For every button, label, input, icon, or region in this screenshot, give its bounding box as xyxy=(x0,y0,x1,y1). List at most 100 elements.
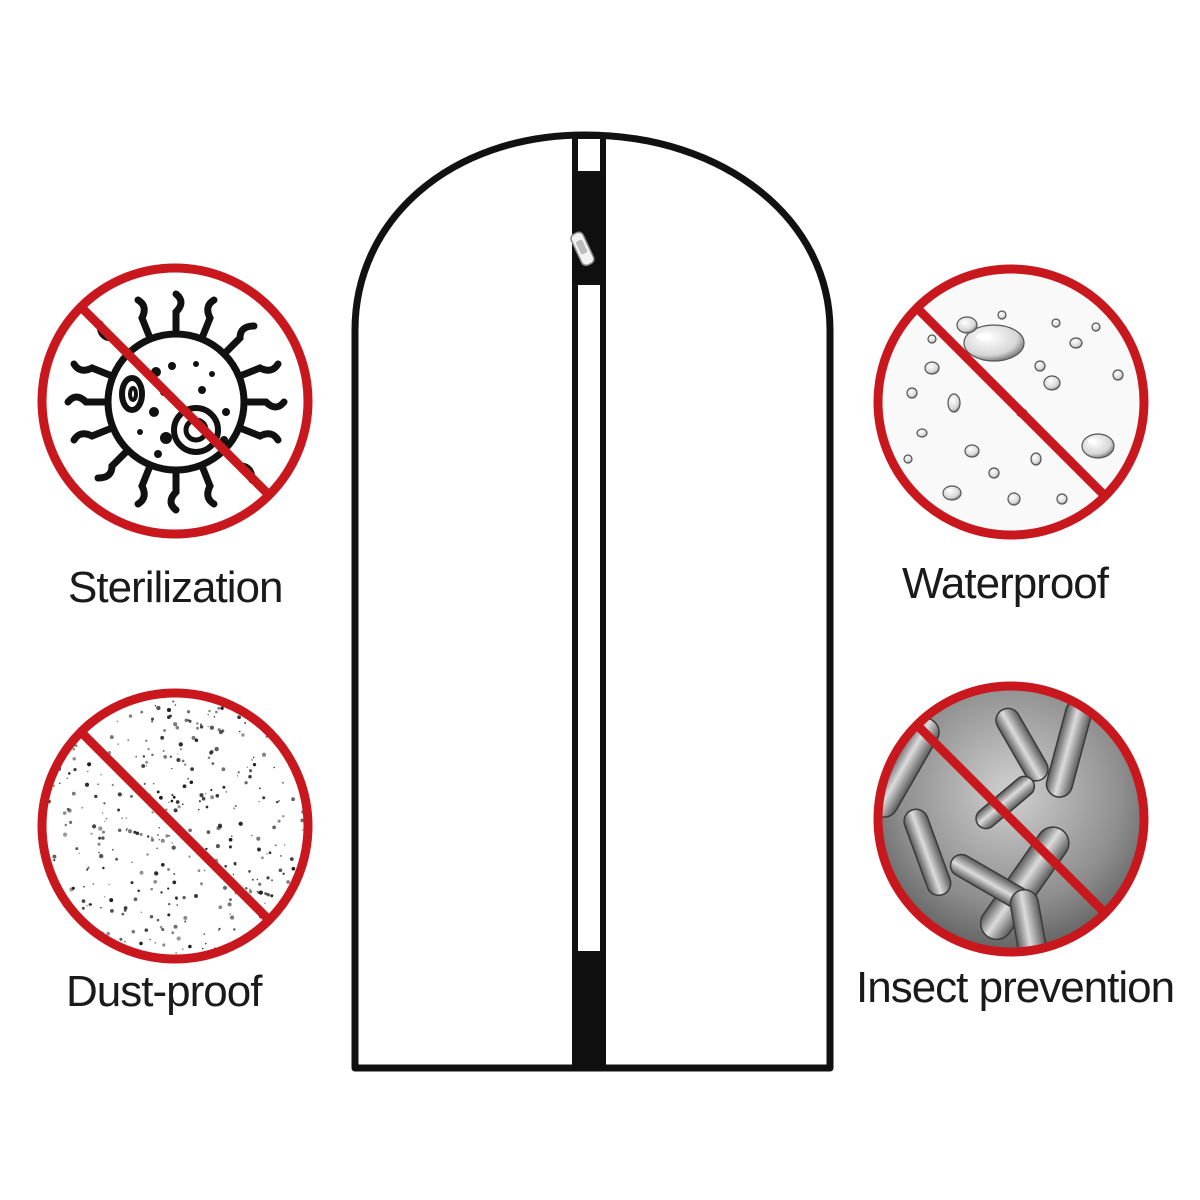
dust-speck xyxy=(101,836,105,840)
dust-speck xyxy=(167,913,171,917)
dust-speck xyxy=(252,762,257,767)
dust-speck xyxy=(117,743,119,745)
dust-speck xyxy=(38,905,40,907)
dust-speck xyxy=(144,928,149,932)
dust-speck xyxy=(221,687,223,689)
dust-speck xyxy=(90,705,95,710)
dust-speck xyxy=(98,836,102,840)
dust-speck xyxy=(229,913,231,915)
dust-speck xyxy=(85,687,86,688)
dust-speck xyxy=(101,949,104,952)
dust-speck xyxy=(127,829,133,834)
dust-speck xyxy=(121,912,125,916)
dust-speck xyxy=(268,851,272,855)
dust-speck xyxy=(280,722,282,724)
dust-speck xyxy=(52,854,57,859)
dust-speck xyxy=(175,952,177,954)
dust-speck xyxy=(127,693,129,696)
dust-speck xyxy=(203,933,206,936)
dust-speck xyxy=(270,932,275,936)
dust-speck xyxy=(109,898,114,903)
dust-speck xyxy=(265,960,266,961)
dust-speck xyxy=(53,702,56,705)
dust-speck xyxy=(215,710,218,714)
dust-speck xyxy=(108,883,110,886)
label-insect-prevention: Insect prevention xyxy=(856,963,1175,1012)
dust-speck xyxy=(229,898,232,901)
dust-speck xyxy=(60,952,65,957)
dust-speck xyxy=(294,687,297,689)
dust-speck xyxy=(220,706,224,710)
dust-speck xyxy=(174,704,177,706)
dust-speck xyxy=(154,704,157,707)
dust-speck xyxy=(199,882,204,886)
dust-speck xyxy=(281,949,284,952)
dust-speck xyxy=(103,802,106,805)
dust-speck xyxy=(62,811,67,815)
dust-speck xyxy=(36,846,39,850)
dust-speck xyxy=(261,752,267,757)
dust-speck xyxy=(170,799,174,803)
dust-speck xyxy=(169,755,173,758)
dust-speck xyxy=(145,765,148,767)
dust-speck xyxy=(222,785,226,789)
dust-speck xyxy=(187,777,189,780)
dust-speck xyxy=(252,756,255,759)
dust-speck xyxy=(217,688,218,689)
dust-speck xyxy=(156,918,160,922)
dust-speck xyxy=(286,739,291,744)
dust-speck xyxy=(217,706,221,710)
dust-speck xyxy=(188,828,192,833)
dust-speck xyxy=(151,753,154,757)
dust-speck xyxy=(74,744,78,747)
dust-speck xyxy=(156,705,161,711)
dust-speck xyxy=(52,784,55,787)
dust-speck xyxy=(116,720,119,723)
dust-speck xyxy=(214,746,219,752)
dust-speck xyxy=(131,929,136,934)
dust-speck xyxy=(184,920,187,923)
dust-speck xyxy=(146,853,149,856)
dust-speck xyxy=(158,827,160,829)
dust-speck xyxy=(310,688,312,690)
dust-speck xyxy=(214,964,216,965)
dust-speck xyxy=(117,828,122,833)
dust-speck xyxy=(205,847,208,851)
dust-speck xyxy=(82,698,88,703)
dust-speck xyxy=(42,771,43,775)
dust-speck xyxy=(173,924,178,929)
dust-speck xyxy=(256,878,259,881)
dust-speck xyxy=(289,693,293,697)
dust-speck xyxy=(310,946,313,949)
dust-speck xyxy=(81,687,85,690)
dust-speck xyxy=(63,832,68,837)
dust-speck xyxy=(187,719,190,721)
dust-speck xyxy=(99,853,104,859)
dust-speck xyxy=(188,855,191,858)
dust-speck xyxy=(204,793,207,795)
dust-speck xyxy=(133,830,137,834)
dust-speck xyxy=(81,899,86,903)
dust-speck xyxy=(167,867,170,871)
dust-speck xyxy=(87,770,89,773)
dust-speck xyxy=(66,777,69,779)
dust-speck xyxy=(198,808,200,811)
dust-speck xyxy=(304,924,307,926)
dust-speck xyxy=(228,845,232,849)
dust-speck xyxy=(264,902,266,904)
dust-speck xyxy=(215,844,220,849)
dust-speck xyxy=(53,859,56,862)
dust-speck xyxy=(271,879,273,882)
dust-speck xyxy=(76,942,78,944)
dust-speck xyxy=(238,821,243,826)
dust-speck xyxy=(304,934,307,937)
dust-speck xyxy=(139,870,144,875)
dust-speck xyxy=(145,739,148,742)
dust-speck xyxy=(150,887,153,891)
dust-speck xyxy=(275,930,280,935)
dust-speck xyxy=(139,832,143,836)
dust-speck xyxy=(248,870,251,873)
label-waterproof: Waterproof xyxy=(902,559,1109,608)
dust-speck xyxy=(109,952,111,954)
dust-speck xyxy=(248,888,252,891)
